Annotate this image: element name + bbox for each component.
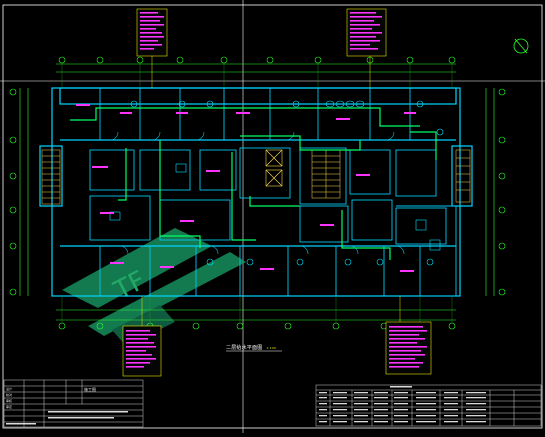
axis-leaders <box>61 63 453 323</box>
title-block-label: 施工图 <box>84 386 96 392</box>
axis-bubbles-top <box>56 56 456 73</box>
elevator-shafts <box>265 149 283 187</box>
room-tags <box>76 104 416 272</box>
stair-left <box>41 149 61 205</box>
plan-scale: 1:100 <box>266 346 277 350</box>
door-swings <box>109 131 405 255</box>
stair-center <box>311 149 341 199</box>
note-panel-lines <box>126 12 427 368</box>
stair-right <box>455 149 471 203</box>
equipment-schedule-table <box>315 384 542 427</box>
watermark-logo: TF <box>62 228 246 346</box>
plumbing-fixtures <box>109 100 444 266</box>
title-block-left <box>3 379 144 428</box>
note-leaders <box>141 56 401 326</box>
equipment-schedule-cells <box>319 386 486 423</box>
title-block-row-label: 设计 <box>6 386 12 391</box>
title-block-row-label: 审定 <box>6 404 12 409</box>
north-arrow-icon <box>513 38 529 54</box>
title-block-left-text <box>6 411 128 425</box>
drawing-frame <box>2 4 543 429</box>
building-outline <box>39 87 473 297</box>
axis-bubbles-sides <box>9 88 506 296</box>
water-supply-pipes <box>70 107 437 260</box>
title-block-row-label: 校对 <box>6 392 12 397</box>
plan-title-text: 二层给水平面图 <box>226 345 263 351</box>
title-block-row-label: 审核 <box>6 398 12 403</box>
